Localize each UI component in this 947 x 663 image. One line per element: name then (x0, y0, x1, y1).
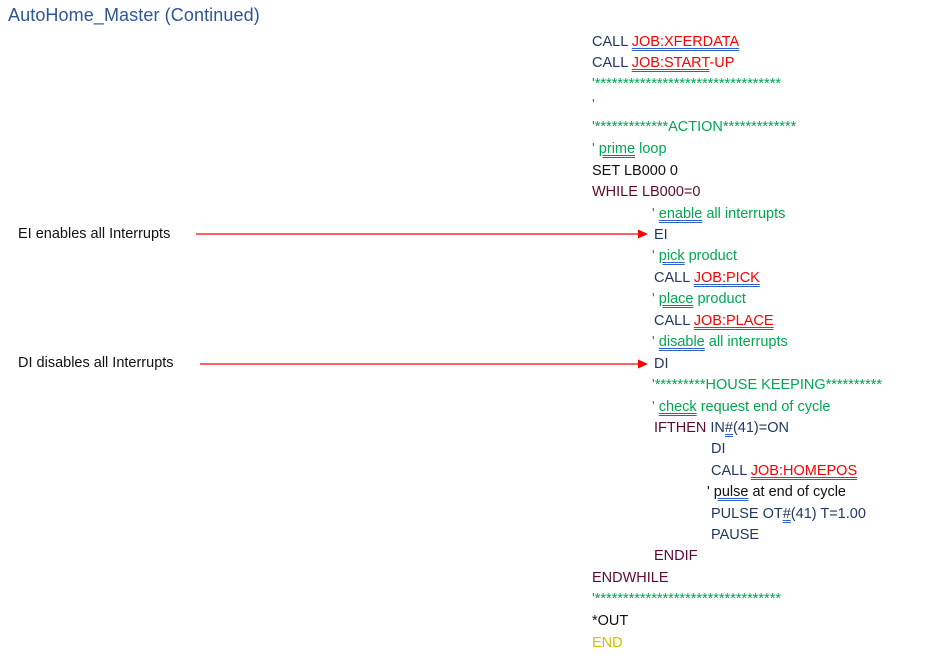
comment-text: all interrupts (702, 206, 786, 222)
page-title: AutoHome_Master (Continued) (8, 5, 260, 25)
code-line-endif: ENDIF (654, 548, 698, 564)
code-keyword: CALL (654, 313, 694, 329)
comment-pulse: ' pulse at end of cycle (707, 483, 846, 501)
comment-enable-interrupts: ' enable all interrupts (652, 205, 785, 223)
comment-pick-product: ' pick product (652, 247, 737, 265)
code-token-hash: # (724, 420, 733, 436)
code-line-end: END (592, 635, 623, 651)
code-line-call-homepos: CALL JOB:HOMEPOS (711, 462, 857, 480)
comment-mark: ' (707, 484, 714, 500)
comment-keyword: enable (658, 206, 703, 222)
code-line-ei: EI (654, 227, 668, 243)
comment-action-header: '*************ACTION************* (592, 119, 797, 135)
code-token: (41) T=1.00 (790, 506, 866, 522)
code-line-ifthen: IFTHEN IN#(41)=ON (654, 419, 789, 437)
comment-text: product (693, 291, 746, 307)
code-line-pause: PAUSE (711, 527, 760, 543)
comment-keyword: disable (658, 334, 705, 350)
comment-mark: ' (652, 334, 659, 350)
arrow-ei (196, 229, 648, 239)
code-line-di: DI (654, 356, 669, 372)
annotation-di: DI disables all Interrupts (18, 355, 174, 371)
comment-mark: ' (592, 141, 599, 157)
code-line-call-startup: CALL JOB:START-UP (592, 54, 734, 72)
comment-text: all interrupts (704, 334, 788, 350)
comment-mark: ' (652, 248, 659, 264)
comment-housekeeping-header: '*********HOUSE KEEPING********** (652, 377, 883, 393)
code-line-endwhile: ENDWHILE (592, 570, 669, 586)
job-reference-suffix: -UP (709, 55, 735, 71)
code-line-call-pick: CALL JOB:PICK (654, 269, 760, 287)
code-keyword: CALL (654, 270, 694, 286)
comment-text: product (684, 248, 737, 264)
comment-keyword: check (658, 399, 697, 415)
code-token: IN (710, 420, 725, 436)
comment-keyword: place (658, 291, 694, 307)
comment-separator: '********************************* (592, 76, 781, 92)
code-token: PULSE OT (711, 506, 783, 522)
job-reference: JOB:XFERDATA (631, 34, 740, 50)
job-reference: JOB:PICK (693, 270, 760, 286)
code-token-hash: # (782, 506, 791, 522)
code-keyword: CALL (711, 463, 751, 479)
comment-mark: ' (652, 291, 659, 307)
code-keyword: CALL (592, 34, 632, 50)
code-line-set: SET LB000 0 (592, 163, 678, 179)
comment-text: loop (635, 141, 667, 157)
comment-disable-interrupts: ' disable all interrupts (652, 333, 788, 351)
comment-keyword: pulse (713, 484, 749, 500)
job-reference: JOB:START (631, 55, 710, 71)
comment-text: at end of cycle (748, 484, 846, 500)
job-reference: JOB:HOMEPOS (750, 463, 858, 479)
job-reference: JOB:PLACE (693, 313, 774, 329)
comment-place-product: ' place product (652, 290, 746, 308)
code-line-call-xferdata: CALL JOB:XFERDATA (592, 33, 739, 51)
comment-mark: ' (652, 206, 659, 222)
code-token: (41)=ON (732, 420, 789, 436)
comment-check-request: ' check request end of cycle (652, 398, 831, 416)
code-line-pulse: PULSE OT#(41) T=1.00 (711, 505, 866, 523)
comment-mark: ' (652, 399, 659, 415)
comment-prime-loop: ' prime loop (592, 140, 667, 158)
code-line-while: WHILE LB000=0 (592, 184, 701, 200)
comment-keyword: pick (658, 248, 685, 264)
control-keyword: IFTHEN (654, 420, 711, 436)
comment-empty: ' (592, 97, 595, 113)
code-line-di-inner: DI (711, 441, 726, 457)
annotation-ei: EI enables all Interrupts (18, 226, 171, 242)
code-keyword: CALL (592, 55, 632, 71)
code-line-out-label: *OUT (592, 613, 629, 629)
comment-text: request end of cycle (696, 399, 831, 415)
comment-keyword: prime (598, 141, 636, 157)
arrow-di (200, 359, 648, 369)
comment-separator-end: '********************************* (592, 591, 781, 607)
code-line-call-place: CALL JOB:PLACE (654, 312, 774, 330)
